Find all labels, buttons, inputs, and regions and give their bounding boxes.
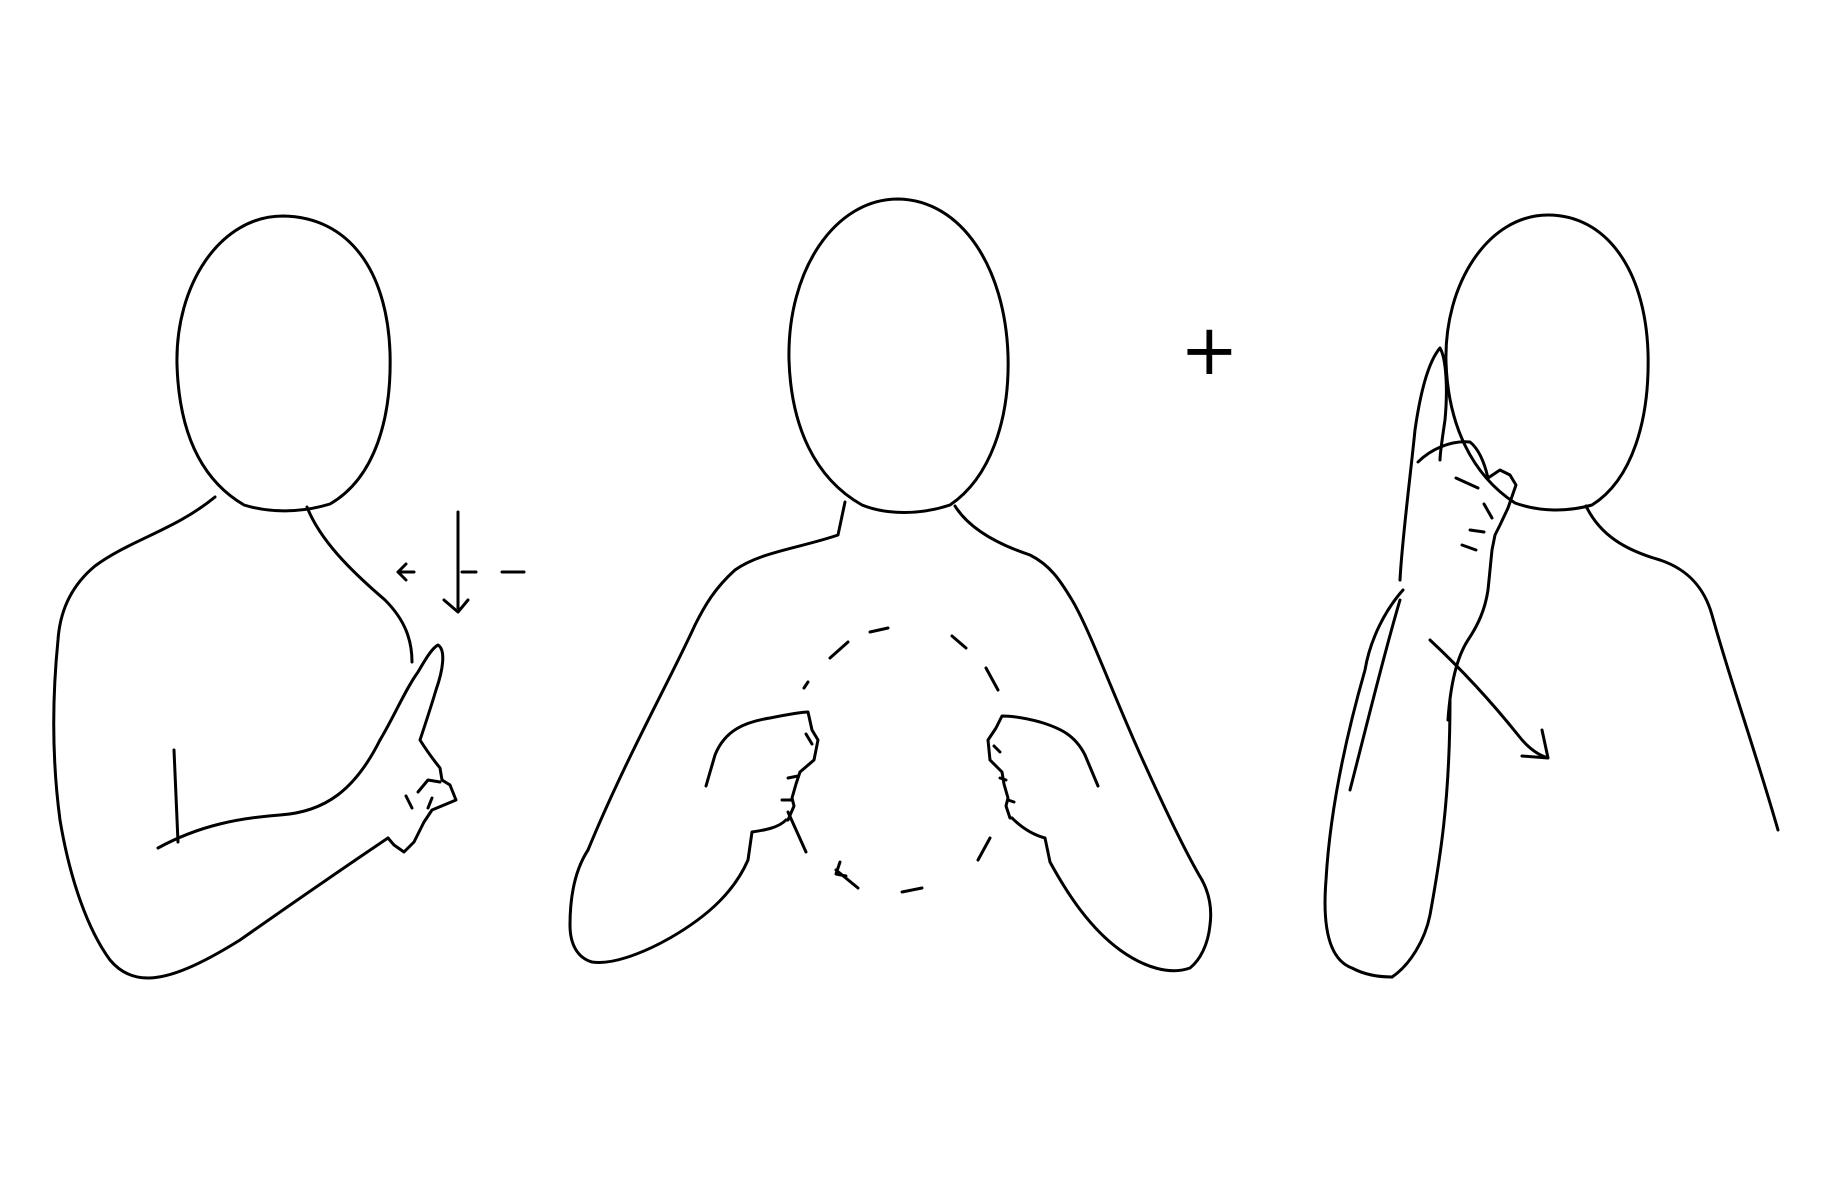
signer-1-fingers — [404, 778, 442, 810]
signer-2-right-arm — [1010, 816, 1213, 973]
signer-2-right-fist — [986, 714, 1100, 820]
signer-3-head — [1444, 213, 1650, 512]
signer-3-right-shoulder — [1584, 504, 1780, 832]
signer-3-index-finger — [1398, 346, 1448, 582]
signer-3-left-arm-outer — [1323, 588, 1405, 979]
sequence-plus-sign: + — [1180, 309, 1239, 391]
signer-1-forearm-top — [156, 738, 382, 850]
signer-3-knuckles — [1454, 476, 1494, 552]
signer-1-movement-arrow-left — [396, 562, 416, 582]
signer-3-hand — [1416, 440, 1518, 722]
signer-1-hand — [378, 643, 458, 854]
signer-2-head — [787, 197, 1010, 514]
signer-2-left-shoulder — [586, 500, 847, 852]
signer-1 — [52, 214, 526, 980]
signer-2-left-arm — [568, 818, 788, 965]
signer-3-left-arm-inner — [1348, 598, 1452, 979]
signer-3 — [1323, 213, 1780, 979]
signer-1-movement-arrow-down — [442, 510, 470, 614]
signer-3-movement-arrow — [1428, 638, 1550, 760]
signer-2-left-fist — [704, 710, 820, 822]
signer-2-circle-movement — [786, 626, 1000, 894]
signer-2-right-knuckles — [992, 744, 1016, 804]
signer-1-right-neckline — [305, 505, 414, 664]
signer-1-arm-outline — [146, 836, 390, 980]
signer-2 — [568, 197, 1213, 973]
signer-2-left-knuckles — [780, 732, 814, 802]
signer-1-left-shoulder — [52, 495, 217, 980]
signer-1-torso-line — [172, 748, 180, 844]
signer-1-head — [175, 214, 392, 513]
signer-2-right-shoulder — [953, 504, 1204, 882]
